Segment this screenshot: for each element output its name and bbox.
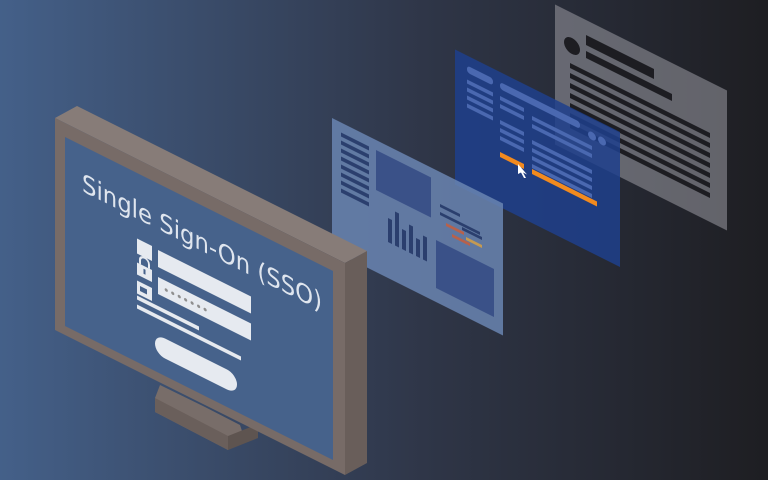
username-field: [158, 250, 251, 314]
app-panel: [455, 49, 620, 267]
remember-line: [137, 295, 199, 331]
highlight-bar: [532, 169, 597, 207]
document-panel: [555, 4, 727, 231]
monitor-stand: [155, 385, 258, 450]
cursor-icon: [518, 164, 527, 178]
user-icon: [137, 238, 152, 261]
login-button: [155, 337, 237, 391]
folder-icon: [137, 280, 152, 301]
lock-icon: [137, 256, 152, 282]
monitor-side-face: [345, 251, 367, 475]
password-field: [158, 277, 251, 341]
monitor-top-face: [55, 106, 367, 263]
avatar-icon: [564, 37, 580, 55]
dashboard-panel: [332, 118, 503, 336]
help-line: [137, 304, 241, 361]
